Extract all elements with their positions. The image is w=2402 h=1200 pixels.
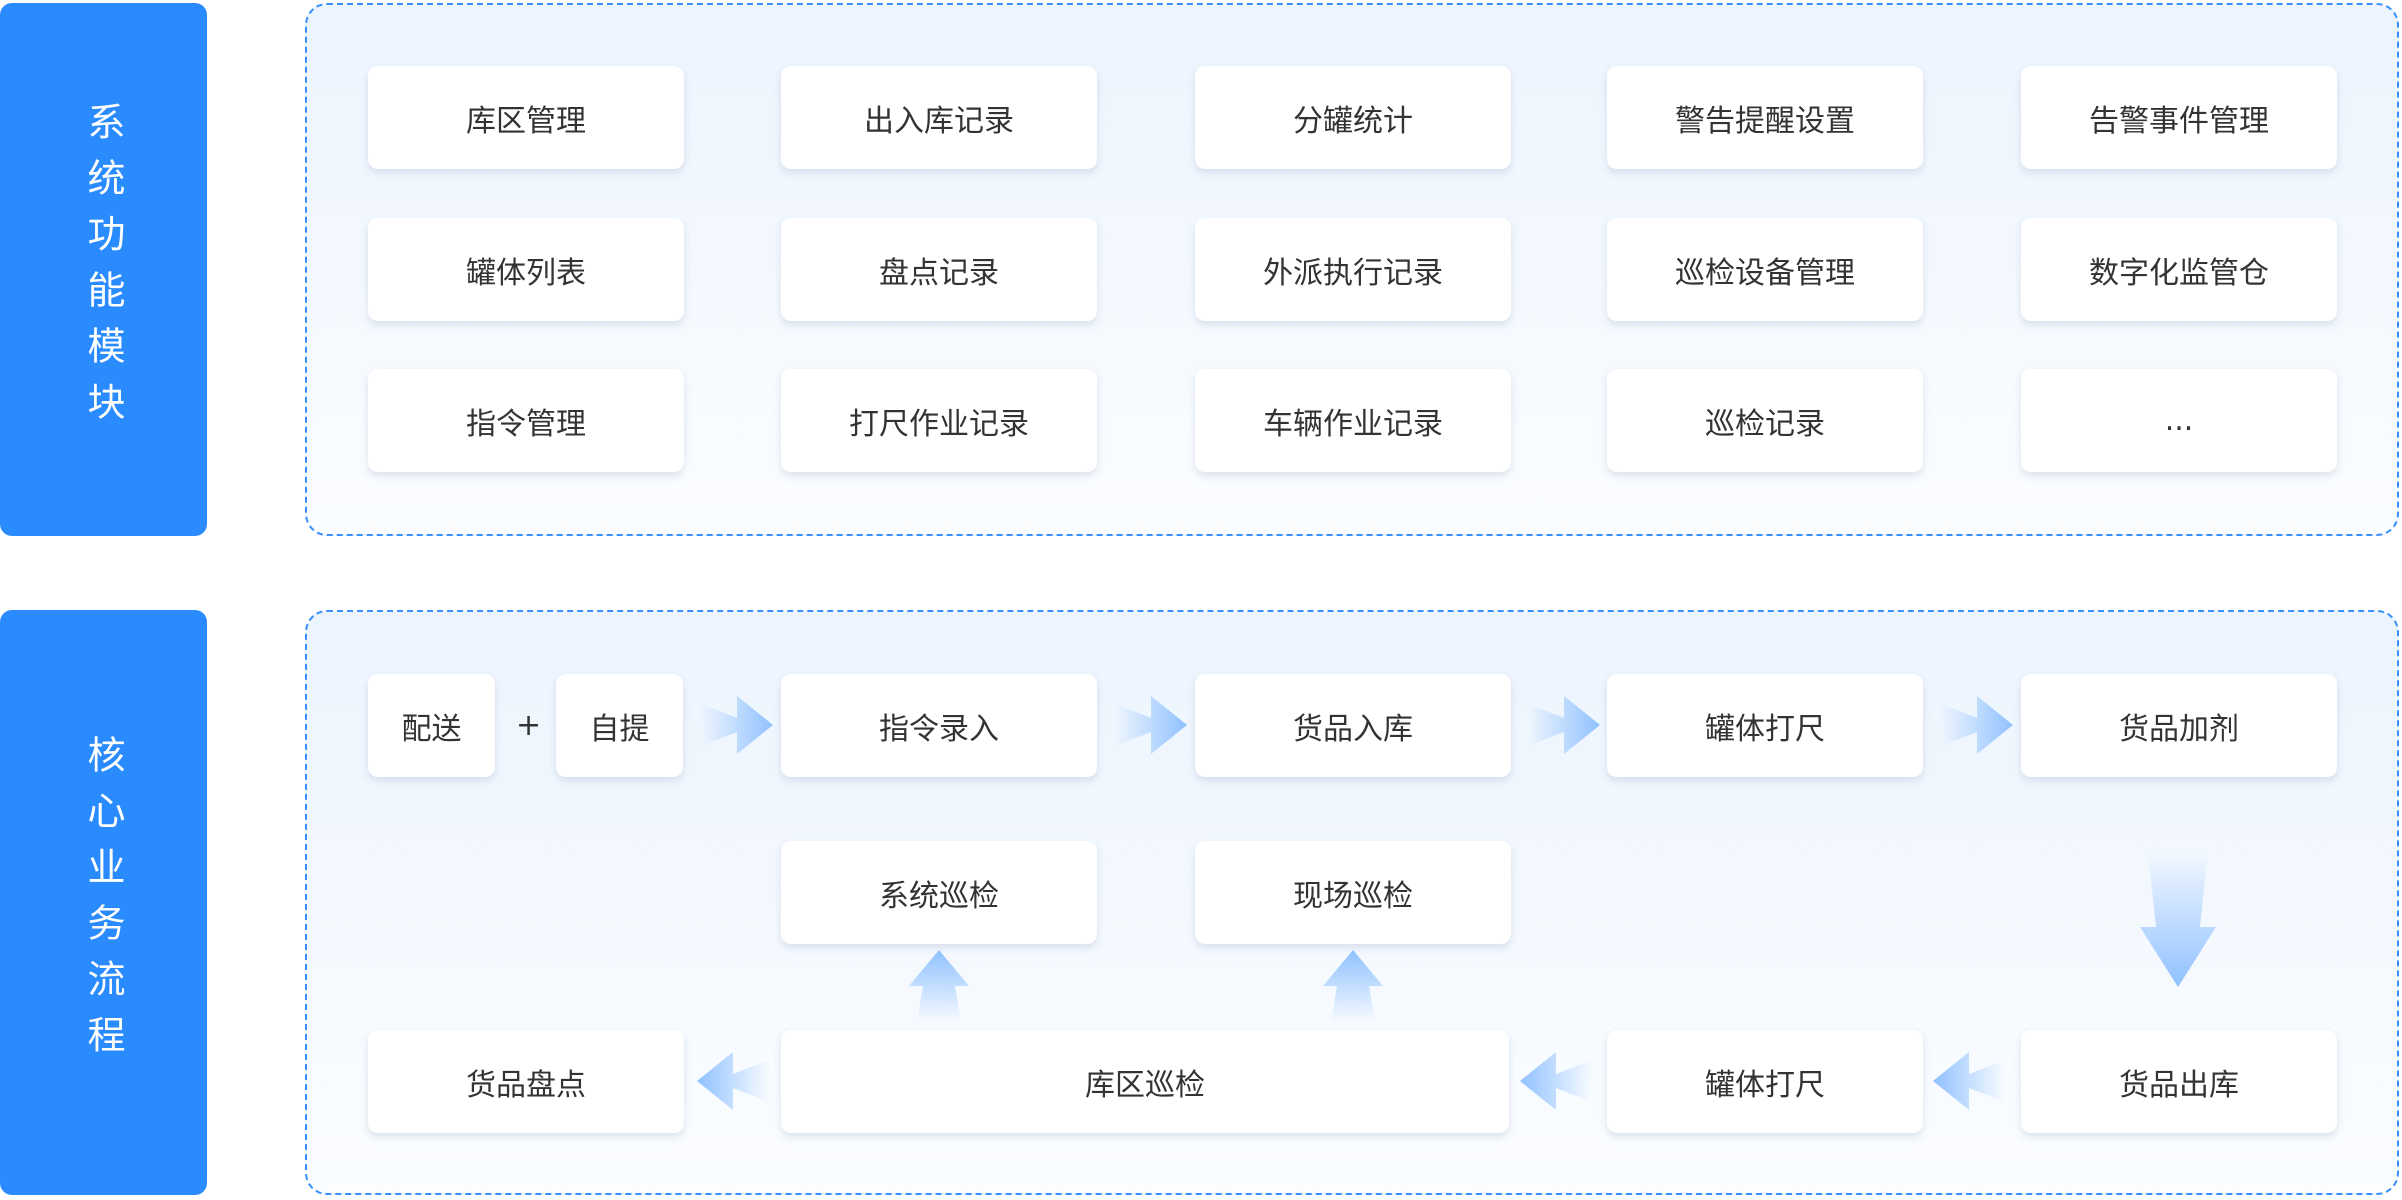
flow-field-inspection[interactable]: 现场巡检 — [1195, 841, 1511, 944]
module-item[interactable]: 车辆作业记录 — [1195, 369, 1511, 472]
module-item[interactable]: 出入库记录 — [781, 66, 1097, 169]
flow-goods-in[interactable]: 货品入库 — [1195, 674, 1511, 777]
flow-tank-gauge-1[interactable]: 罐体打尺 — [1607, 674, 1923, 777]
flow-system-inspection[interactable]: 系统巡检 — [781, 841, 1097, 944]
core-flow-label: 核心业务流程 — [0, 610, 207, 1195]
flow-delivery[interactable]: 配送 — [368, 674, 495, 777]
module-item[interactable]: 打尺作业记录 — [781, 369, 1097, 472]
arrow-up-icon — [909, 950, 969, 1022]
module-item[interactable]: 巡检记录 — [1607, 369, 1923, 472]
module-item[interactable]: 外派执行记录 — [1195, 218, 1511, 321]
module-item[interactable]: 盘点记录 — [781, 218, 1097, 321]
module-item[interactable]: ... — [2021, 369, 2337, 472]
module-item[interactable]: 巡检设备管理 — [1607, 218, 1923, 321]
flow-pickup[interactable]: 自提 — [556, 674, 683, 777]
flow-goods-count[interactable]: 货品盘点 — [368, 1030, 684, 1133]
flow-goods-additive[interactable]: 货品加剂 — [2021, 674, 2337, 777]
flow-goods-out[interactable]: 货品出库 — [2021, 1030, 2337, 1133]
module-item[interactable]: 数字化监管仓 — [2021, 218, 2337, 321]
arrow-right-icon — [1115, 696, 1187, 754]
flow-area-inspection[interactable]: 库区巡检 — [781, 1030, 1509, 1133]
flow-tank-gauge-2[interactable]: 罐体打尺 — [1607, 1030, 1923, 1133]
arrow-left-icon — [1520, 1052, 1592, 1110]
plus-sign: + — [516, 708, 542, 743]
arrow-left-icon — [1933, 1052, 2005, 1110]
arrow-right-icon — [701, 696, 773, 754]
arrow-left-icon — [697, 1052, 769, 1110]
module-item[interactable]: 指令管理 — [368, 369, 684, 472]
module-item[interactable]: 分罐统计 — [1195, 66, 1511, 169]
flow-command-entry[interactable]: 指令录入 — [781, 674, 1097, 777]
arrow-down-icon — [2140, 852, 2216, 987]
arrow-right-icon — [1941, 696, 2013, 754]
arrow-up-icon — [1323, 950, 1383, 1022]
arrow-right-icon — [1528, 696, 1600, 754]
module-item[interactable]: 警告提醒设置 — [1607, 66, 1923, 169]
module-item[interactable]: 告警事件管理 — [2021, 66, 2337, 169]
module-item[interactable]: 罐体列表 — [368, 218, 684, 321]
system-modules-label: 系统功能模块 — [0, 3, 207, 536]
module-item[interactable]: 库区管理 — [368, 66, 684, 169]
